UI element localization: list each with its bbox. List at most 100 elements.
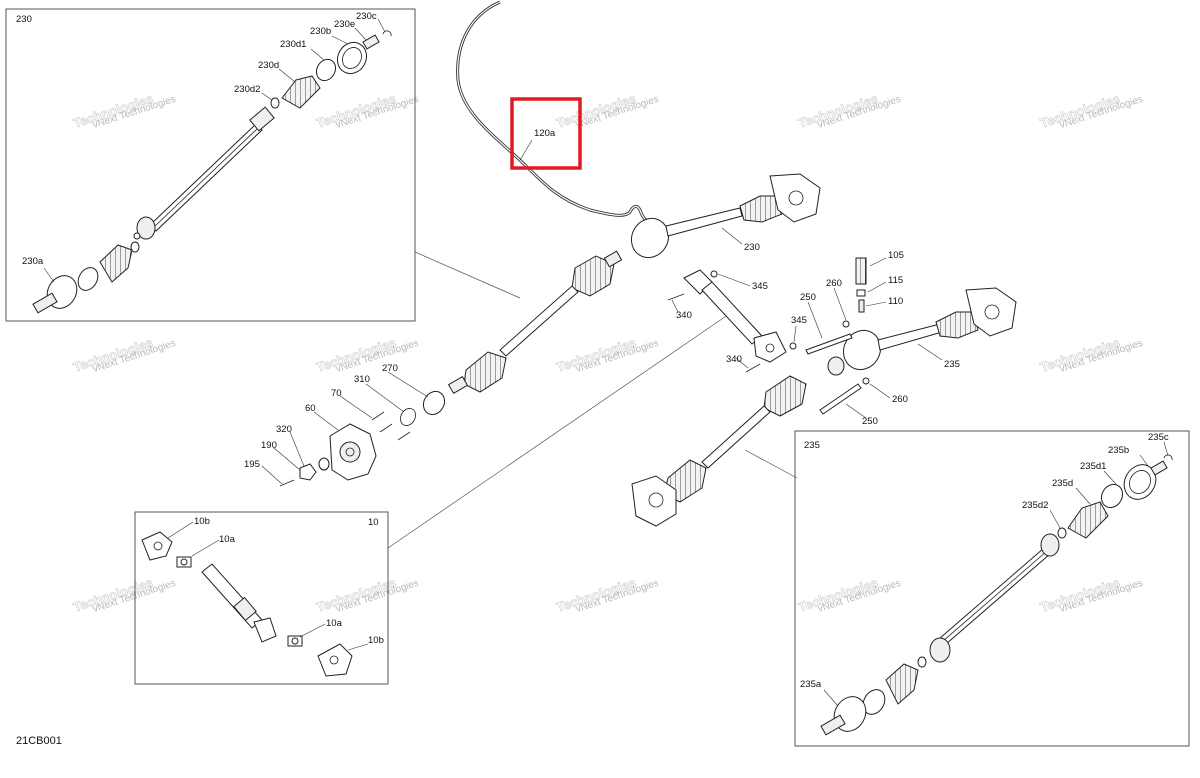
main-assembly: 230 bbox=[244, 173, 1017, 527]
circlip-230c bbox=[382, 30, 392, 37]
steering-linkage bbox=[667, 269, 797, 373]
callout-250-upper[interactable]: 250 bbox=[800, 292, 816, 303]
cv-joint-235a bbox=[820, 696, 867, 736]
callout-230d1[interactable]: 230d1 bbox=[280, 39, 306, 50]
cv-joint-230b bbox=[336, 41, 368, 75]
highlight-box[interactable] bbox=[510, 97, 582, 170]
cv-joint-235b bbox=[1123, 464, 1157, 500]
connector-10 bbox=[387, 309, 736, 549]
callout-70[interactable]: 70 bbox=[331, 388, 342, 399]
callout-345-upper[interactable]: 345 bbox=[752, 281, 768, 292]
inset-frame-230 bbox=[5, 8, 416, 322]
washer-320 bbox=[318, 457, 330, 471]
drive-shaft-235 bbox=[842, 287, 1017, 371]
inset-frame-235 bbox=[794, 430, 1190, 747]
inset-230: 230 bbox=[5, 8, 416, 322]
nut-190 bbox=[299, 463, 317, 481]
drive-shaft-230 bbox=[630, 173, 821, 259]
inset-10: 10 10b 10a 10a 10b bbox=[134, 511, 389, 685]
bolt-250-upper bbox=[805, 333, 853, 355]
callout-230d[interactable]: 230d bbox=[258, 60, 279, 71]
callout-60[interactable]: 60 bbox=[305, 403, 316, 414]
clamp-235d2 bbox=[1057, 527, 1067, 539]
callout-260-lower[interactable]: 260 bbox=[892, 394, 908, 405]
callout-235b[interactable]: 235b bbox=[1108, 445, 1129, 456]
clamp-ring-235d1 bbox=[1100, 483, 1124, 509]
callout-235a[interactable]: 235a bbox=[800, 679, 822, 690]
callout-235c[interactable]: 235c bbox=[1148, 432, 1169, 443]
bolt-250-lower bbox=[819, 383, 862, 415]
bearing-270 bbox=[422, 390, 446, 416]
callout-235-box[interactable]: 235 bbox=[804, 440, 820, 451]
boot-235-bottom bbox=[885, 663, 919, 705]
cross-10a-bottom bbox=[287, 635, 303, 647]
callout-10a-bottom[interactable]: 10a bbox=[326, 618, 343, 629]
callout-105[interactable]: 105 bbox=[888, 250, 904, 261]
inset-frame-10 bbox=[134, 511, 389, 685]
hose-120a bbox=[456, 0, 653, 226]
cotter-pin-195 bbox=[279, 479, 295, 487]
boot-230-bottom bbox=[99, 244, 133, 283]
clamp-230d2 bbox=[270, 97, 280, 109]
callout-120a[interactable]: 120a bbox=[534, 128, 556, 139]
drive-shaft-rear-left bbox=[631, 356, 845, 527]
callout-10b-bottom[interactable]: 10b bbox=[368, 635, 384, 646]
wheel-hub-60 bbox=[329, 423, 377, 481]
boot-230d bbox=[281, 75, 321, 109]
callout-10b-top[interactable]: 10b bbox=[194, 516, 210, 527]
callout-230e[interactable]: 230e bbox=[334, 19, 355, 30]
wheel-studs-70 bbox=[371, 411, 411, 441]
spline-end-235-top bbox=[1040, 533, 1060, 557]
callout-190[interactable]: 190 bbox=[261, 440, 277, 451]
inset-connector-lines bbox=[387, 251, 798, 549]
callout-195[interactable]: 195 bbox=[244, 459, 260, 470]
stub-230c bbox=[362, 34, 380, 50]
diagram-code: 21CB001 bbox=[16, 735, 62, 747]
callout-340-lower[interactable]: 340 bbox=[726, 354, 742, 365]
bump-stop-105 bbox=[855, 257, 867, 285]
callout-230d2[interactable]: 230d2 bbox=[234, 84, 260, 95]
leader-120a bbox=[519, 139, 533, 161]
connector-235 bbox=[744, 449, 798, 479]
callout-230c[interactable]: 230c bbox=[356, 11, 377, 22]
callout-270[interactable]: 270 bbox=[382, 363, 398, 374]
callout-115[interactable]: 115 bbox=[888, 275, 903, 286]
nut-260-lower bbox=[862, 377, 870, 385]
callout-260-upper[interactable]: 260 bbox=[826, 278, 842, 289]
callout-10-box[interactable]: 10 bbox=[368, 517, 379, 528]
inset-235: 235 235c 23 bbox=[794, 430, 1190, 747]
clamp-235-bottom bbox=[917, 656, 927, 668]
stub-235c bbox=[1150, 460, 1168, 476]
spline-end-230-bottom bbox=[136, 216, 156, 240]
callout-230-main[interactable]: 230 bbox=[744, 242, 760, 253]
callout-230a[interactable]: 230a bbox=[22, 256, 44, 267]
callout-10a-top[interactable]: 10a bbox=[219, 534, 236, 545]
nut-260-upper bbox=[842, 320, 850, 328]
callout-230-box[interactable]: 230 bbox=[16, 14, 32, 25]
clamp-ring-230-bottom bbox=[77, 267, 99, 291]
drive-shaft-front-left bbox=[447, 250, 623, 395]
callout-340-upper[interactable]: 340 bbox=[676, 310, 692, 321]
callout-320[interactable]: 320 bbox=[276, 424, 292, 435]
spline-end-230-top bbox=[249, 106, 275, 132]
callout-230b[interactable]: 230b bbox=[310, 26, 331, 37]
yoke-10b-bottom bbox=[317, 643, 353, 677]
axle-shaft-235 bbox=[931, 547, 1051, 652]
clamp-ring-235-bottom bbox=[862, 689, 886, 715]
callout-250-lower[interactable]: 250 bbox=[862, 416, 878, 427]
callout-310[interactable]: 310 bbox=[354, 374, 370, 385]
clip-230-bottom bbox=[133, 232, 141, 240]
callout-235d1[interactable]: 235d1 bbox=[1080, 461, 1106, 472]
circlip-235c bbox=[1163, 454, 1173, 461]
callout-345-lower[interactable]: 345 bbox=[791, 315, 807, 326]
retaining-ring-310 bbox=[400, 408, 416, 426]
callout-235d2[interactable]: 235d2 bbox=[1022, 500, 1048, 511]
bolt-110 bbox=[858, 299, 865, 313]
callout-110[interactable]: 110 bbox=[888, 296, 903, 307]
callout-235d[interactable]: 235d bbox=[1052, 478, 1073, 489]
spline-end-235-bottom bbox=[929, 637, 951, 663]
prop-shaft-10 bbox=[201, 563, 277, 643]
callout-235-main[interactable]: 235 bbox=[944, 359, 960, 370]
yoke-10b-top bbox=[141, 531, 173, 561]
